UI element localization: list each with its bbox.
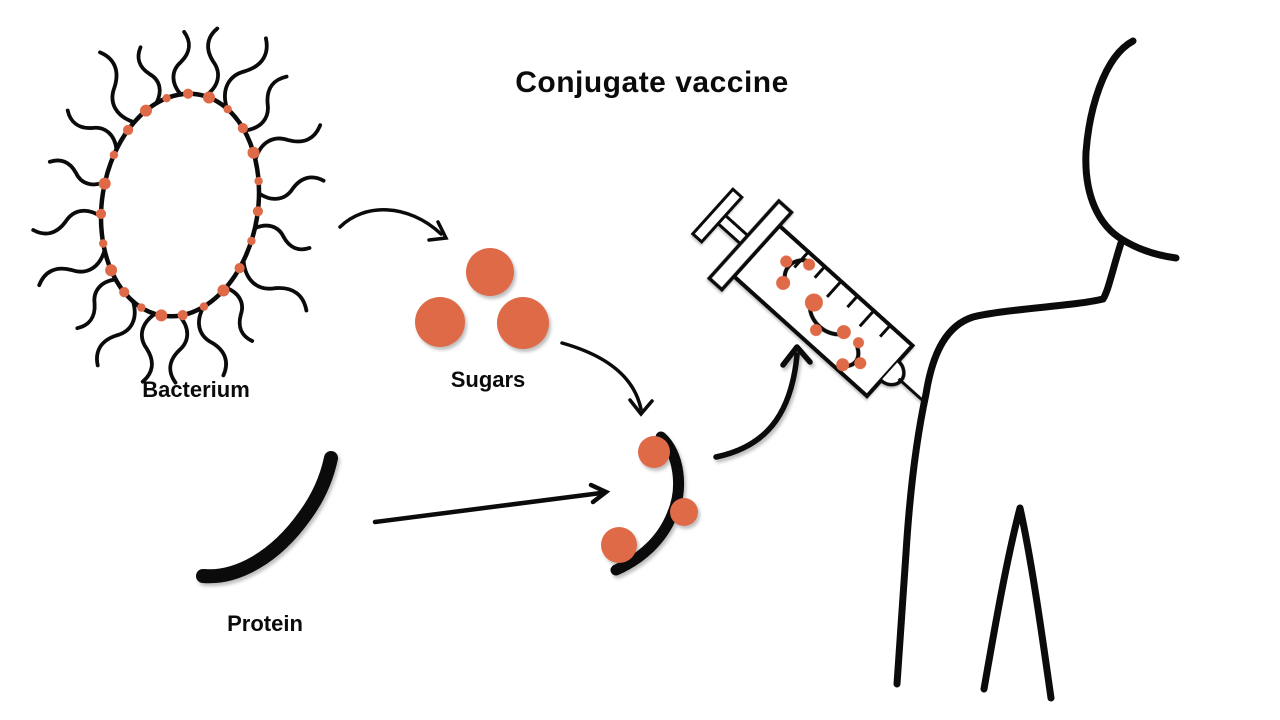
flagellum	[136, 45, 162, 106]
arrow-head	[588, 482, 611, 505]
flagellum	[47, 158, 107, 187]
membrane-sugar-dot	[119, 287, 130, 298]
arrow-bacterium-to-sugars	[338, 208, 449, 242]
membrane-sugar-dot	[105, 264, 118, 277]
flagellum	[75, 277, 118, 331]
membrane-sugar-dot	[254, 176, 263, 186]
membrane-sugar-dot	[95, 208, 107, 219]
membrane-sugar-dot	[99, 239, 108, 248]
bacterium-body	[98, 91, 262, 319]
shoulder-arm-outline	[893, 239, 1125, 688]
diagram-title: Conjugate vaccine	[515, 66, 789, 99]
syringe-icon	[690, 187, 927, 405]
protein-curve-icon	[196, 451, 338, 584]
sugar-circle	[466, 248, 514, 296]
membrane-sugar-dot	[252, 206, 263, 217]
syringe-needle	[897, 377, 927, 405]
sugars-label: Sugars	[450, 367, 526, 392]
inner-arm-line	[980, 504, 1055, 702]
sugar-circle	[497, 297, 549, 349]
membrane-sugar-dot	[162, 94, 171, 103]
conjugate-sugar-dot	[638, 436, 670, 468]
syringe-scale-ticks	[793, 250, 892, 338]
flagellum	[31, 208, 103, 236]
flagellum	[253, 223, 312, 252]
protein-label: Protein	[227, 611, 303, 636]
syringe-flange	[706, 198, 794, 293]
membrane-sugar-dot	[183, 88, 194, 99]
flagellum	[139, 312, 157, 384]
membrane-sugar-dot	[217, 284, 230, 297]
arrow-head	[780, 344, 813, 368]
syringe-contents-conjugates	[776, 255, 867, 372]
flagellum	[253, 123, 323, 162]
membrane-sugar-dot	[223, 105, 232, 114]
bacterium-membrane-dots	[95, 88, 263, 322]
conjugate-sugar-dot	[670, 498, 698, 526]
arrow-sugars-to-conjugate	[560, 341, 654, 417]
arrow-head	[628, 398, 654, 417]
membrane-sugar-dot	[247, 236, 256, 246]
flagellum	[242, 74, 289, 133]
membrane-sugar-dot	[140, 104, 152, 117]
membrane-sugar-dot	[177, 310, 188, 321]
arrow-shaft	[372, 490, 604, 525]
head-outline	[1082, 37, 1180, 262]
flagellum	[197, 304, 228, 378]
bacterium-label: Bacterium	[142, 377, 250, 402]
flagellum	[257, 175, 326, 201]
membrane-sugar-dot	[203, 91, 215, 104]
bacterium-flagella	[31, 26, 326, 385]
flagellum	[65, 108, 119, 152]
arrow-shaft	[560, 341, 643, 411]
conjugate-sugar-dot	[601, 527, 637, 563]
flagellum	[168, 313, 190, 385]
flagellum	[37, 248, 107, 288]
flagellum	[223, 36, 269, 111]
membrane-sugar-dot	[234, 263, 245, 274]
human-figure-icon	[893, 37, 1180, 702]
syringe-barrel	[731, 222, 916, 399]
flagellum	[98, 50, 137, 125]
arrow-shaft	[713, 352, 800, 460]
flagellum	[223, 285, 255, 343]
bacterium-icon	[31, 26, 326, 385]
conjugate-icon	[601, 431, 698, 576]
membrane-sugar-dot	[155, 309, 168, 322]
arrow-head	[427, 220, 449, 242]
arrow-protein-to-conjugate	[372, 482, 611, 525]
sugars-circles-icon	[415, 248, 549, 349]
membrane-sugar-dot	[137, 303, 146, 312]
membrane-sugar-dot	[199, 302, 209, 311]
sugar-circle	[415, 297, 465, 347]
membrane-sugar-dot	[98, 177, 111, 190]
flagellum	[171, 30, 191, 97]
membrane-sugar-dot	[247, 146, 260, 159]
flagellum	[241, 258, 309, 313]
arrow-shaft	[338, 208, 443, 236]
arrow-conjugate-to-syringe	[713, 344, 813, 460]
membrane-sugar-dot	[237, 123, 248, 134]
membrane-sugar-dot	[123, 124, 134, 136]
membrane-sugar-dot	[109, 150, 119, 160]
flagellum	[203, 26, 220, 98]
flagellum	[95, 299, 137, 368]
